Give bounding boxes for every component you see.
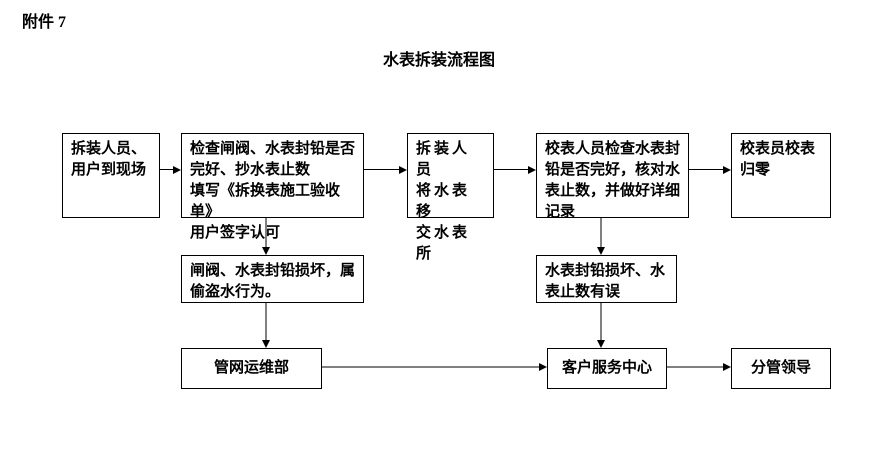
attachment-label: 附件 7 — [22, 14, 67, 31]
page-title: 水表拆装流程图 — [382, 52, 495, 69]
node-damage-error: 水表封铅损坏、水 表止数有误 — [536, 255, 677, 303]
node-verify-record: 校表人员检查水表封 铅是否完好，核对水 表止数，并做好详细 记录 — [536, 133, 689, 220]
node-pipeline-dept: 管网运维部 — [181, 348, 322, 389]
node-meter-reset: 校表员校表 归零 — [731, 133, 831, 218]
node-damage-theft: 闸阀、水表封铅损坏，属 偷盗水行为。 — [181, 255, 364, 303]
node-service-center: 客户服务中心 — [547, 348, 667, 389]
node-leader: 分管领导 — [731, 348, 831, 389]
node-transfer-meter: 拆装人员 将水表移 交水表所 — [407, 133, 494, 262]
node-check-seal: 检查闸阀、水表封铅是否 完好、抄水表止数 填写《拆换表施工验收单》 用户签字认可 — [181, 133, 364, 241]
node-arrive-on-site: 拆装人员、 用户到现场 — [62, 133, 160, 218]
